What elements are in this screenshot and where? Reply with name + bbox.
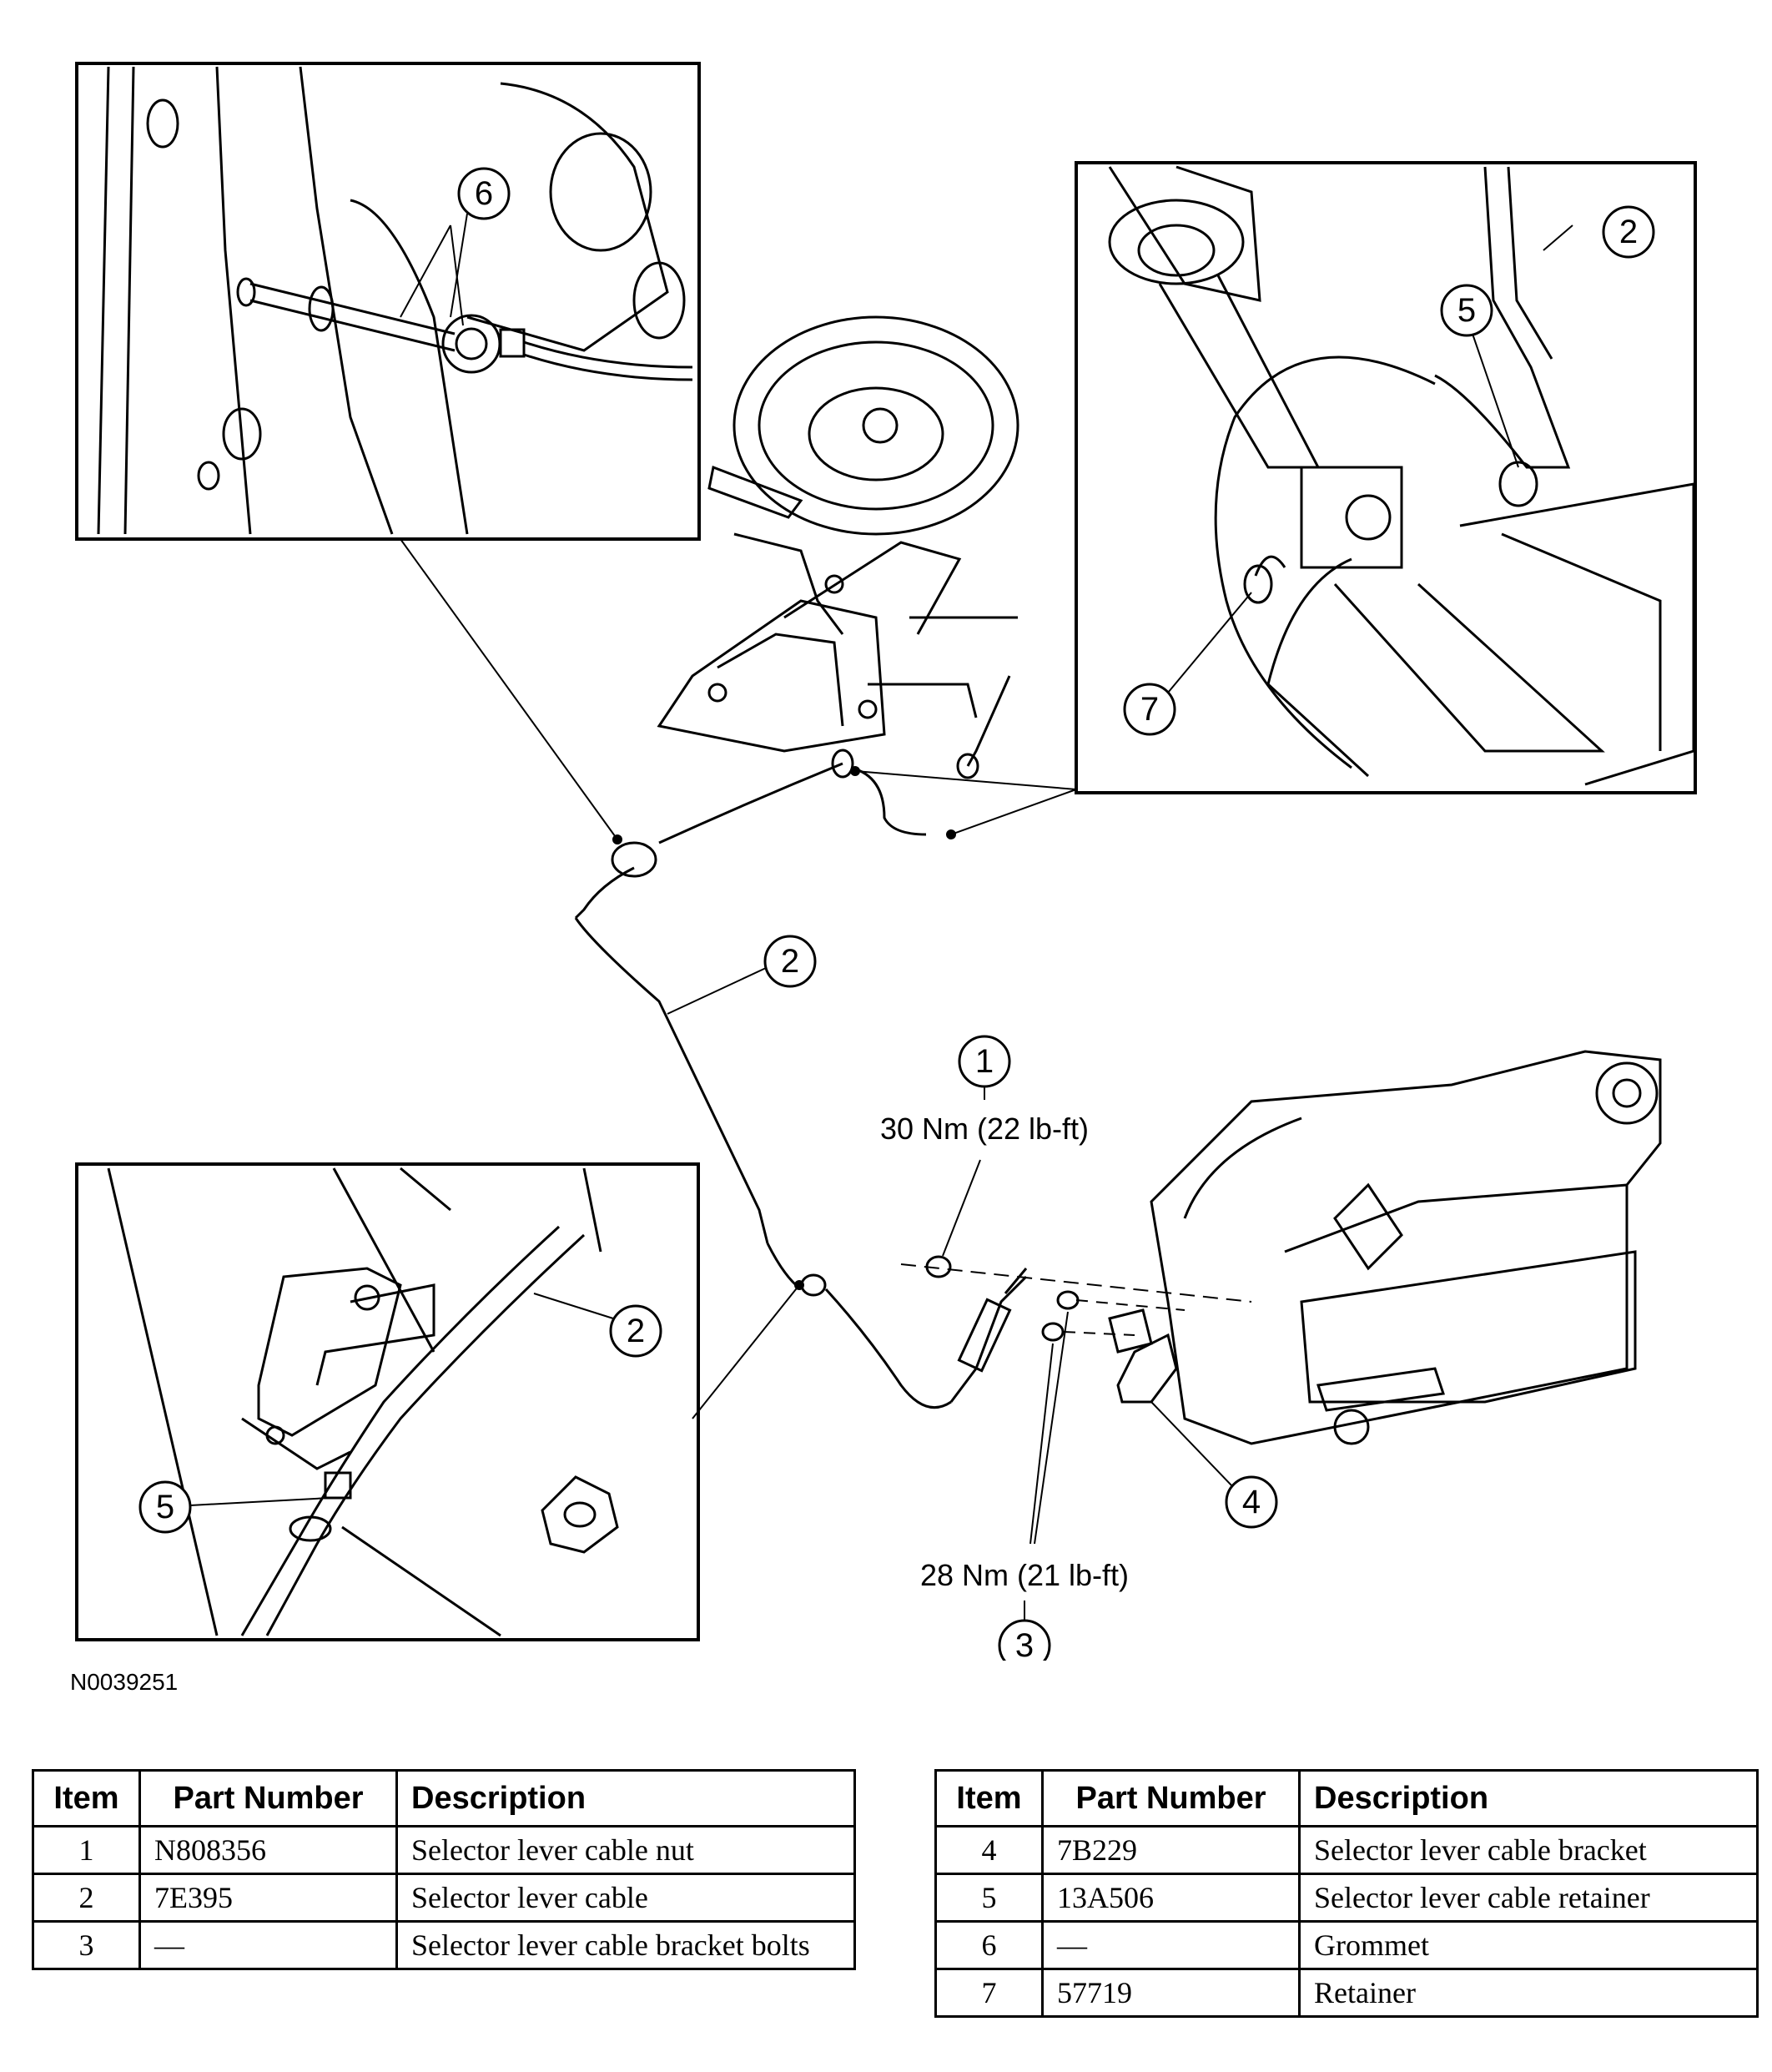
selector-lever-cable [574, 675, 1028, 1409]
cell-description: Retainer [1298, 1968, 1759, 2018]
col-header-item: Item [32, 1769, 141, 1827]
col-header-item: Item [934, 1769, 1044, 1827]
parts-table-right: Item Part Number Description 4 7B229 Sel… [934, 1769, 1759, 2018]
table-row: 3 — Selector lever cable bracket bolts [32, 1920, 856, 1970]
table-header-row: Item Part Number Description [32, 1769, 856, 1827]
svg-text:3: 3 [1015, 1627, 1034, 1661]
table-row: 4 7B229 Selector lever cable bracket [934, 1825, 1759, 1875]
torque-spec-item-3: 28 Nm (21 lb-ft) [920, 1558, 1129, 1592]
col-header-description: Description [1298, 1769, 1759, 1827]
callout-7-detail-tr: 7 [1123, 592, 1252, 736]
cell-item: 5 [934, 1873, 1044, 1923]
callout-6-detail: 6 [450, 167, 511, 318]
callout-2-detail-bl: 2 [533, 1293, 662, 1358]
cell-part-number: — [1041, 1920, 1301, 1970]
cell-item: 1 [32, 1825, 141, 1875]
exploded-view-diagram: 6 2 5 7 [75, 62, 1697, 1661]
detail-grommet-view [75, 62, 701, 541]
table-header-row: Item Part Number Description [934, 1769, 1759, 1827]
cell-description: Grommet [1298, 1920, 1759, 1970]
table-row: 1 N808356 Selector lever cable nut [32, 1825, 856, 1875]
cable-bracket-and-bolts [1041, 1290, 1186, 1404]
parts-table-left: Item Part Number Description 1 N808356 S… [32, 1769, 856, 1970]
cell-part-number: 13A506 [1041, 1873, 1301, 1923]
svg-text:5: 5 [156, 1489, 174, 1525]
detail-cable-retainer-view [75, 1162, 700, 1641]
col-header-part-number: Part Number [138, 1769, 398, 1827]
svg-text:6: 6 [475, 175, 493, 212]
svg-text:2: 2 [1619, 214, 1638, 250]
cell-part-number: 7B229 [1041, 1825, 1301, 1875]
svg-text:7: 7 [1140, 691, 1159, 728]
cell-item: 2 [32, 1873, 141, 1923]
detail-steering-column-view [1075, 161, 1697, 794]
svg-text:1: 1 [975, 1043, 994, 1080]
transmission [1150, 1050, 1662, 1445]
cell-item: 6 [934, 1920, 1044, 1970]
table-row: 6 — Grommet [934, 1920, 1759, 1970]
cell-description: Selector lever cable retainer [1298, 1873, 1759, 1923]
cell-part-number: 57719 [1041, 1968, 1301, 2018]
table-row: 5 13A506 Selector lever cable retainer [934, 1873, 1759, 1923]
callout-5-detail-tr: 5 [1440, 284, 1519, 468]
svg-text:2: 2 [627, 1313, 645, 1349]
torque-spec-item-1: 30 Nm (22 lb-ft) [880, 1112, 1089, 1146]
cell-description: Selector lever cable nut [395, 1825, 856, 1875]
svg-text:4: 4 [1242, 1484, 1261, 1520]
callout-2-main: 2 [667, 935, 817, 1015]
callout-1-main: 1 30 Nm (22 lb-ft) [880, 1035, 1252, 1303]
callout-4-main: 4 [1150, 1401, 1278, 1529]
figure-id: N0039251 [70, 1669, 179, 1695]
col-header-part-number: Part Number [1041, 1769, 1301, 1827]
cell-description: Selector lever cable [395, 1873, 856, 1923]
steering-column-assembly [657, 315, 1019, 753]
cell-part-number: N808356 [138, 1825, 398, 1875]
callout-2-detail-tr: 2 [1543, 205, 1655, 259]
cell-item: 7 [934, 1968, 1044, 2018]
cell-item: 3 [32, 1920, 141, 1970]
cell-part-number: — [138, 1920, 398, 1970]
cell-description: Selector lever cable bracket [1298, 1825, 1759, 1875]
callout-3-main: 28 Nm (21 lb-ft) 3 [920, 1311, 1129, 1661]
callout-5-detail-bl: 5 [138, 1480, 330, 1534]
svg-text:2: 2 [781, 943, 799, 980]
col-header-description: Description [395, 1769, 856, 1827]
cell-item: 4 [934, 1825, 1044, 1875]
svg-text:5: 5 [1457, 292, 1476, 329]
cell-part-number: 7E395 [138, 1873, 398, 1923]
cell-description: Selector lever cable bracket bolts [395, 1920, 856, 1970]
table-row: 2 7E395 Selector lever cable [32, 1873, 856, 1923]
detail-leader-lines [400, 538, 1077, 1419]
table-row: 7 57719 Retainer [934, 1968, 1759, 2018]
